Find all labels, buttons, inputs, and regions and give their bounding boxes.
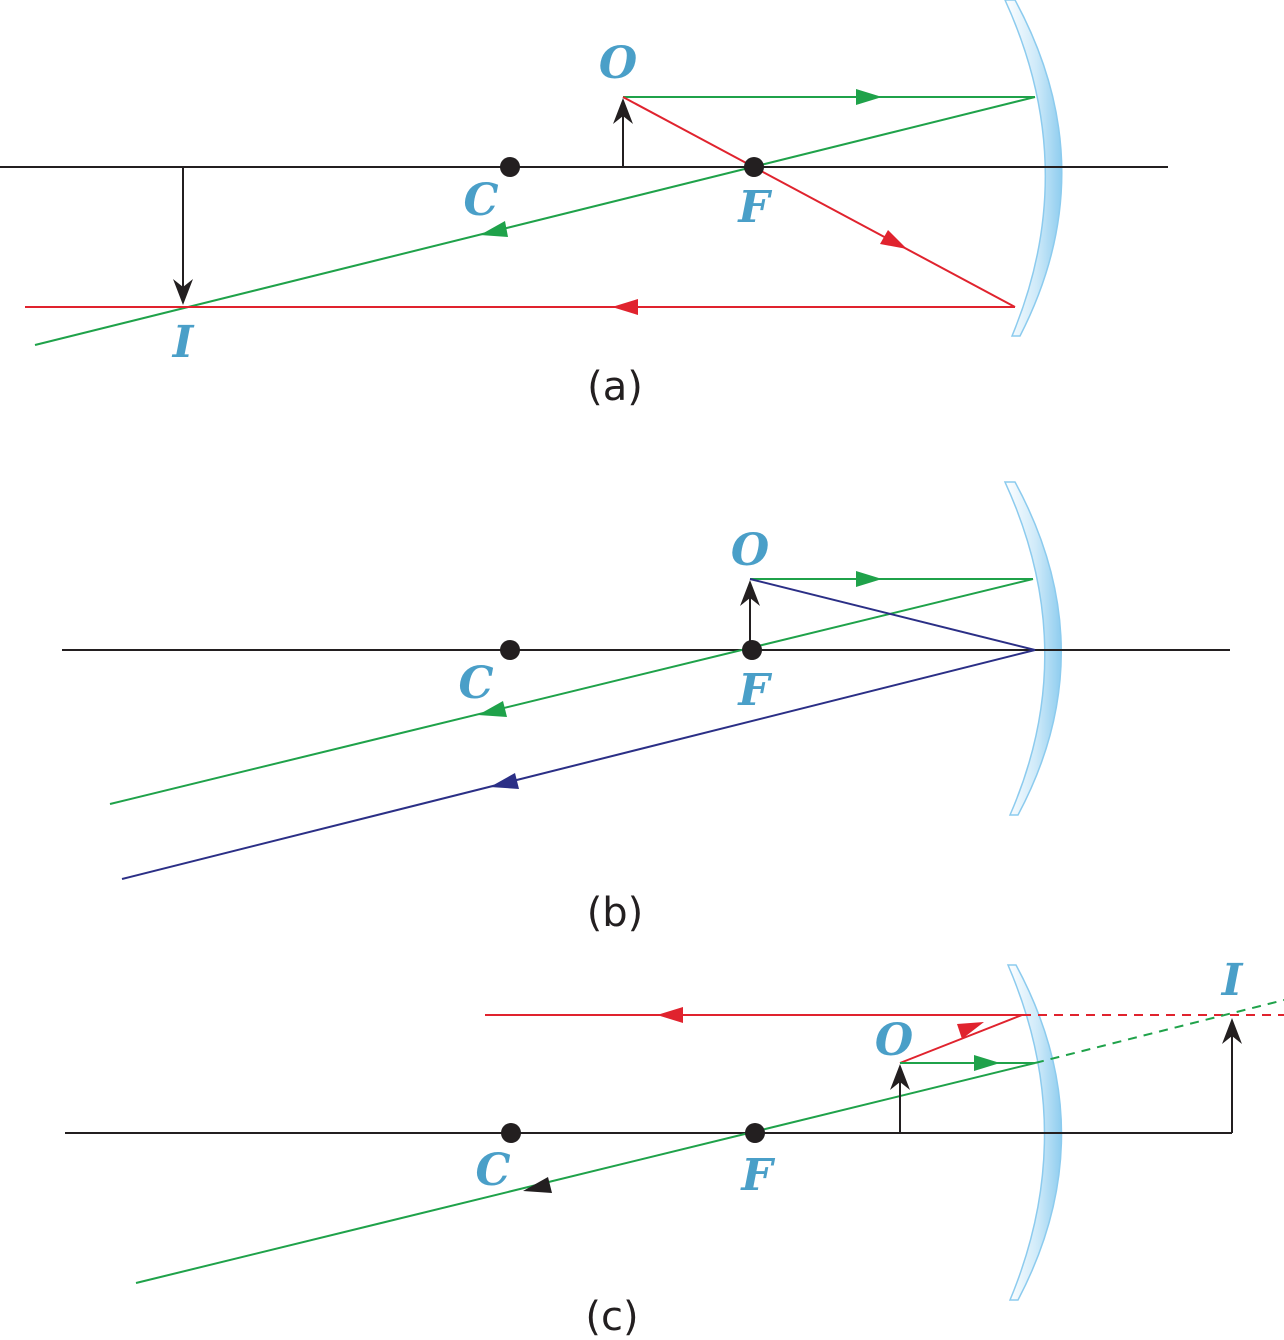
arrowhead-red-left [657, 1007, 683, 1023]
arrowhead-green-left [478, 701, 507, 717]
object-arrowhead [613, 98, 633, 124]
arrowhead-black-left [523, 1177, 552, 1193]
focus-label: F [739, 1150, 775, 1201]
image-label: I [171, 317, 195, 368]
image-label: I [1220, 955, 1244, 1006]
focal-point-dot [744, 157, 764, 177]
blue-ray-incident [749, 578, 1036, 651]
object-label: O [875, 1015, 913, 1066]
image-arrowhead [173, 279, 193, 305]
panel-a: O C F I (a) [0, 0, 1168, 410]
green-ray-reflected [109, 578, 1034, 805]
focal-point-dot [745, 1123, 765, 1143]
focus-label: F [736, 665, 772, 716]
red-ray-incident [899, 1014, 1023, 1064]
center-label: C [463, 175, 498, 226]
object-label: O [731, 525, 769, 576]
image-arrowhead [1222, 1018, 1242, 1044]
green-ray-virtual-extension [1034, 999, 1284, 1064]
center-of-curvature-dot [500, 157, 520, 177]
object-arrowhead [740, 580, 760, 606]
center-of-curvature-dot [500, 640, 520, 660]
caption-a: (a) [587, 364, 643, 410]
red-ray-incident [622, 96, 1016, 308]
center-label: C [458, 658, 493, 709]
green-ray-reflected [34, 96, 1036, 346]
arrowhead-blue-left [490, 773, 519, 789]
arrowhead-red-left [612, 299, 638, 315]
concave-mirror [1003, 481, 1062, 816]
object-label: O [599, 38, 637, 89]
arrowhead-red-down [880, 230, 907, 249]
concave-mirror [1004, 0, 1063, 337]
arrowhead-red-up [957, 1022, 984, 1039]
center-label: C [475, 1145, 510, 1196]
concave-mirror [1006, 964, 1063, 1301]
caption-c: (c) [585, 1294, 638, 1340]
arrowhead-green-right [974, 1055, 1000, 1071]
object-arrowhead [890, 1064, 910, 1090]
blue-ray-reflected [121, 649, 1036, 880]
focal-point-dot [742, 640, 762, 660]
caption-b: (b) [587, 890, 644, 936]
focus-label: F [736, 182, 772, 233]
arrowhead-green-right [856, 571, 882, 587]
green-ray-reflected [135, 1062, 1036, 1284]
arrowhead-green-left [480, 221, 508, 237]
panel-b: O C F (b) [62, 481, 1230, 936]
panel-c: O C F I (c) [65, 955, 1284, 1340]
center-of-curvature-dot [501, 1123, 521, 1143]
arrowhead-green-right [856, 89, 882, 105]
